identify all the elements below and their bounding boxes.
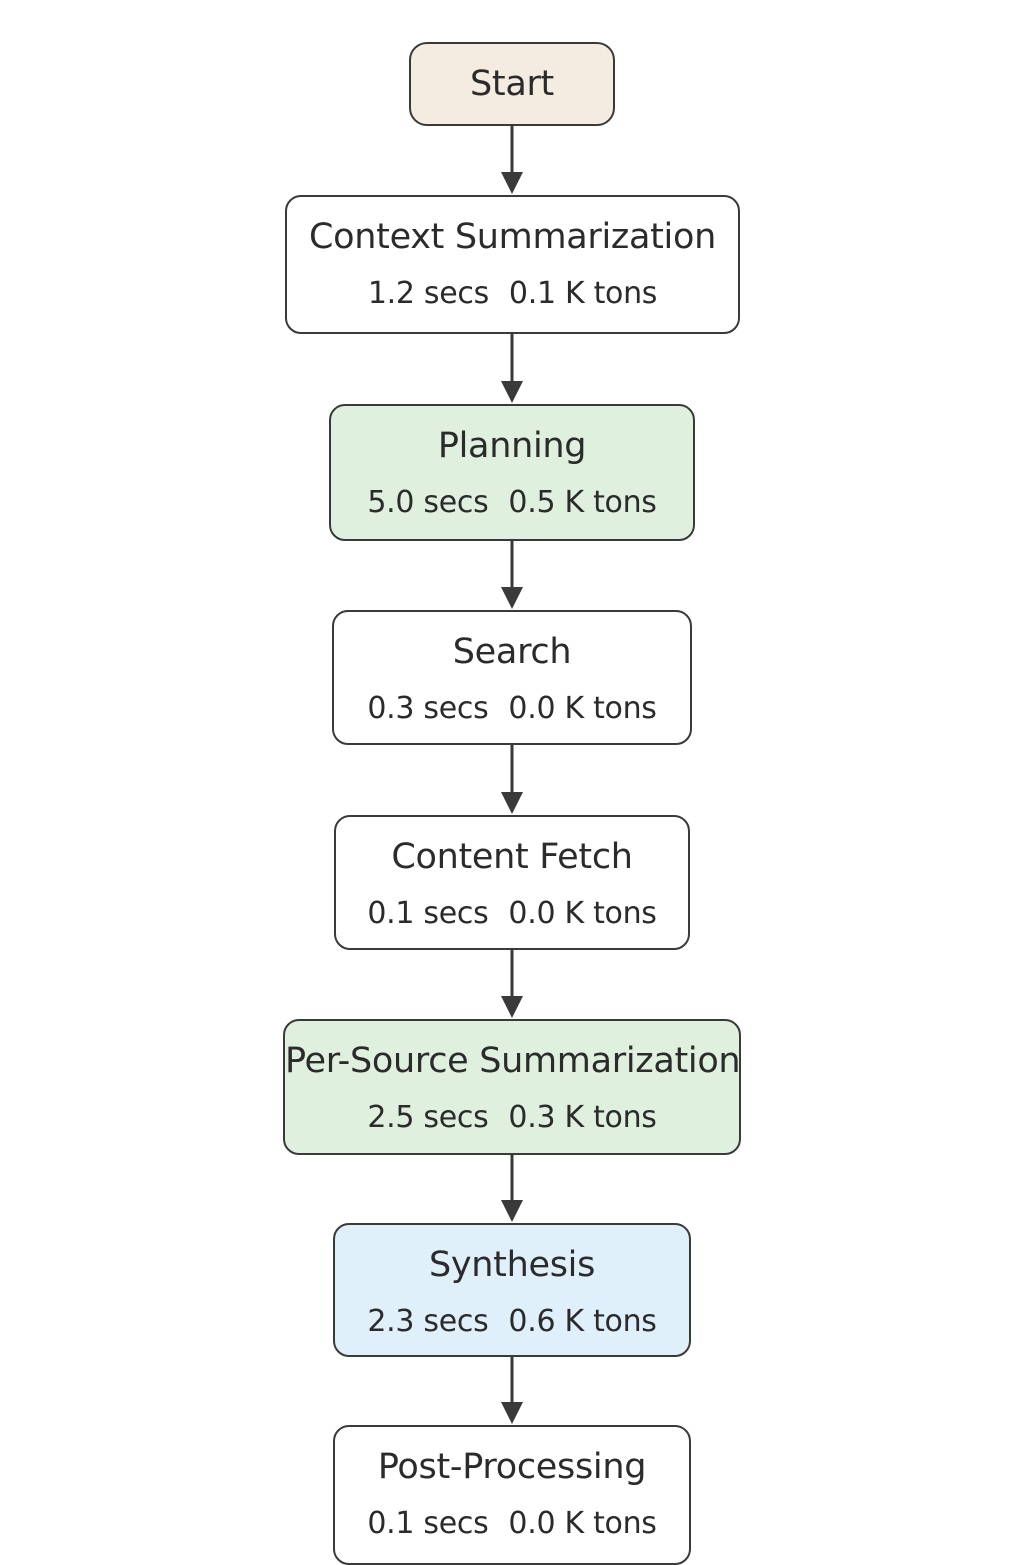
arrow-search-to-fetch bbox=[501, 745, 523, 814]
step-title: Context Summarization bbox=[309, 217, 716, 257]
step-content-fetch: Content Fetch 0.1 secs 0.0 K tons bbox=[334, 815, 690, 950]
step-tokens: 0.0 K tons bbox=[508, 896, 657, 931]
start-label: Start bbox=[469, 64, 554, 104]
step-planning: Planning 5.0 secs 0.5 K tons bbox=[329, 404, 695, 541]
step-stats: 0.1 secs 0.0 K tons bbox=[335, 1506, 689, 1542]
step-title: Search bbox=[452, 632, 572, 672]
step-time: 0.3 secs bbox=[367, 691, 489, 726]
step-tokens: 0.0 K tons bbox=[508, 691, 657, 726]
step-stats: 0.3 secs 0.0 K tons bbox=[334, 691, 690, 727]
arrow-context-to-planning bbox=[501, 334, 523, 403]
step-stats: 2.3 secs 0.6 K tons bbox=[335, 1304, 689, 1340]
step-search: Search 0.3 secs 0.0 K tons bbox=[332, 610, 692, 745]
step-tokens: 0.3 K tons bbox=[508, 1100, 657, 1135]
start-node: Start bbox=[409, 42, 615, 126]
step-title: Post-Processing bbox=[377, 1447, 647, 1487]
step-time: 2.5 secs bbox=[367, 1100, 489, 1135]
arrow-fetch-to-persource bbox=[501, 950, 523, 1018]
step-stats: 5.0 secs 0.5 K tons bbox=[331, 485, 693, 521]
step-time: 1.2 secs bbox=[367, 276, 489, 311]
step-per-source-summarization: Per-Source Summarization 2.5 secs 0.3 K t… bbox=[283, 1019, 741, 1155]
step-title: Synthesis bbox=[428, 1245, 596, 1285]
step-stats: 1.2 secs 0.1 K tons bbox=[287, 276, 738, 312]
step-title: Content Fetch bbox=[391, 837, 633, 877]
step-time: 0.1 secs bbox=[367, 1506, 489, 1541]
arrow-planning-to-search bbox=[501, 541, 523, 609]
step-tokens: 0.5 K tons bbox=[508, 485, 657, 520]
step-title: Planning bbox=[437, 426, 587, 466]
step-tokens: 0.0 K tons bbox=[508, 1506, 657, 1541]
step-context-summarization: Context Summarization 1.2 secs 0.1 K tons bbox=[285, 195, 740, 334]
step-title: Per-Source Summarization bbox=[285, 1041, 741, 1081]
arrow-synthesis-to-post bbox=[501, 1357, 523, 1424]
arrow-persource-to-synthesis bbox=[501, 1155, 523, 1222]
step-synthesis: Synthesis 2.3 secs 0.6 K tons bbox=[333, 1223, 691, 1357]
step-stats: 2.5 secs 0.3 K tons bbox=[285, 1100, 739, 1136]
step-post-processing: Post-Processing 0.1 secs 0.0 K tons bbox=[333, 1425, 691, 1565]
step-tokens: 0.1 K tons bbox=[508, 276, 658, 311]
arrow-start-to-context bbox=[501, 126, 523, 194]
step-tokens: 0.6 K tons bbox=[508, 1304, 657, 1339]
step-time: 0.1 secs bbox=[367, 896, 489, 931]
step-time: 2.3 secs bbox=[367, 1304, 489, 1339]
step-stats: 0.1 secs 0.0 K tons bbox=[336, 896, 688, 932]
step-time: 5.0 secs bbox=[367, 485, 489, 520]
